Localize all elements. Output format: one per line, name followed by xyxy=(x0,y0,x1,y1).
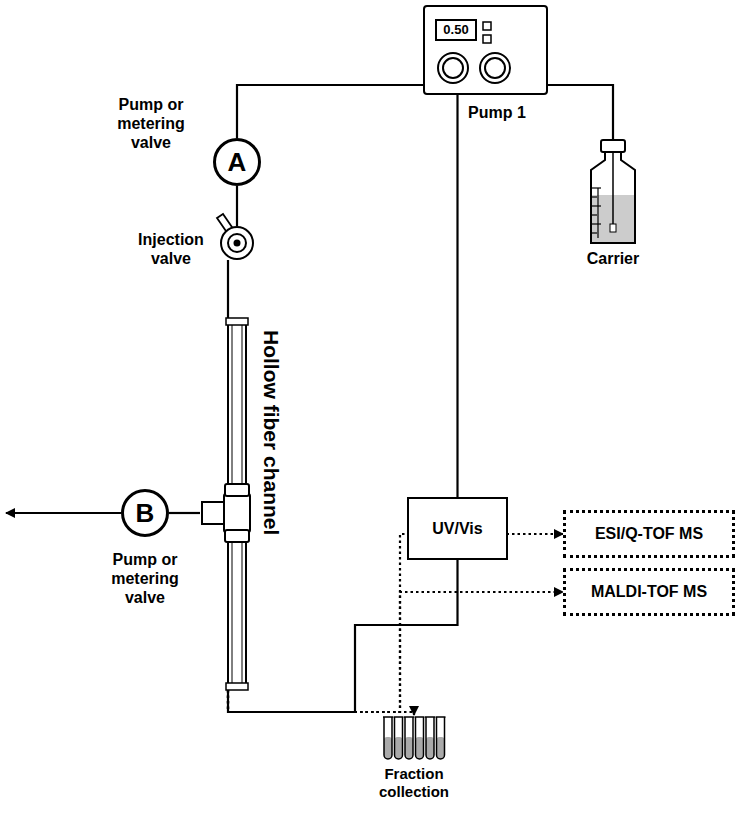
pump-circle: BPump or metering valve xyxy=(121,489,169,537)
fraction-tubes: Fraction collection xyxy=(382,715,446,762)
device-name: Pump 1 xyxy=(468,103,526,122)
flow-line xyxy=(228,534,563,712)
pump-device: 0.50Pump 1 xyxy=(423,5,548,95)
fraction-label: Fraction collection xyxy=(364,765,464,801)
carrier-bottle-art xyxy=(588,140,638,245)
flow-line xyxy=(169,512,200,514)
carrier-bottle: Carrier xyxy=(588,140,638,245)
ms-name: ESI/Q-TOF MS xyxy=(566,513,732,555)
outlet-arrow xyxy=(6,512,121,514)
ms-box: MALDI-TOF MS xyxy=(563,568,735,616)
injection-valve-art xyxy=(220,226,254,260)
flow-line xyxy=(548,85,613,140)
pump-label: Pump or metering valve xyxy=(91,550,199,608)
pump-letter: B xyxy=(124,492,166,534)
fraction-tubes-art xyxy=(382,715,446,762)
channel-label: Hollow fiber channel xyxy=(259,330,284,535)
pump-label: Pump or metering valve xyxy=(103,95,199,153)
flow-line xyxy=(228,592,563,712)
flow-line xyxy=(228,560,458,712)
valve-label: Injection valve xyxy=(130,230,212,268)
flow-line xyxy=(236,186,238,226)
flow-line xyxy=(237,85,423,138)
flow-line xyxy=(227,260,229,318)
pump-display: 0.50 xyxy=(435,19,477,41)
pump-letter: A xyxy=(216,141,258,183)
bottle-label: Carrier xyxy=(568,249,658,268)
ms-box: ESI/Q-TOF MS xyxy=(563,510,735,558)
hollow-fiber: Hollow fiber channel xyxy=(200,318,256,690)
pump-circle: Pump or metering valveA xyxy=(213,138,261,186)
detector-name: UV/Vis xyxy=(409,499,506,558)
injection-valve: Injection valve xyxy=(220,226,254,260)
detector-box: UV/Vis xyxy=(407,497,508,560)
flow-line xyxy=(456,95,458,497)
hollow-fiber-art xyxy=(200,318,256,690)
ms-name: MALDI-TOF MS xyxy=(566,571,732,613)
